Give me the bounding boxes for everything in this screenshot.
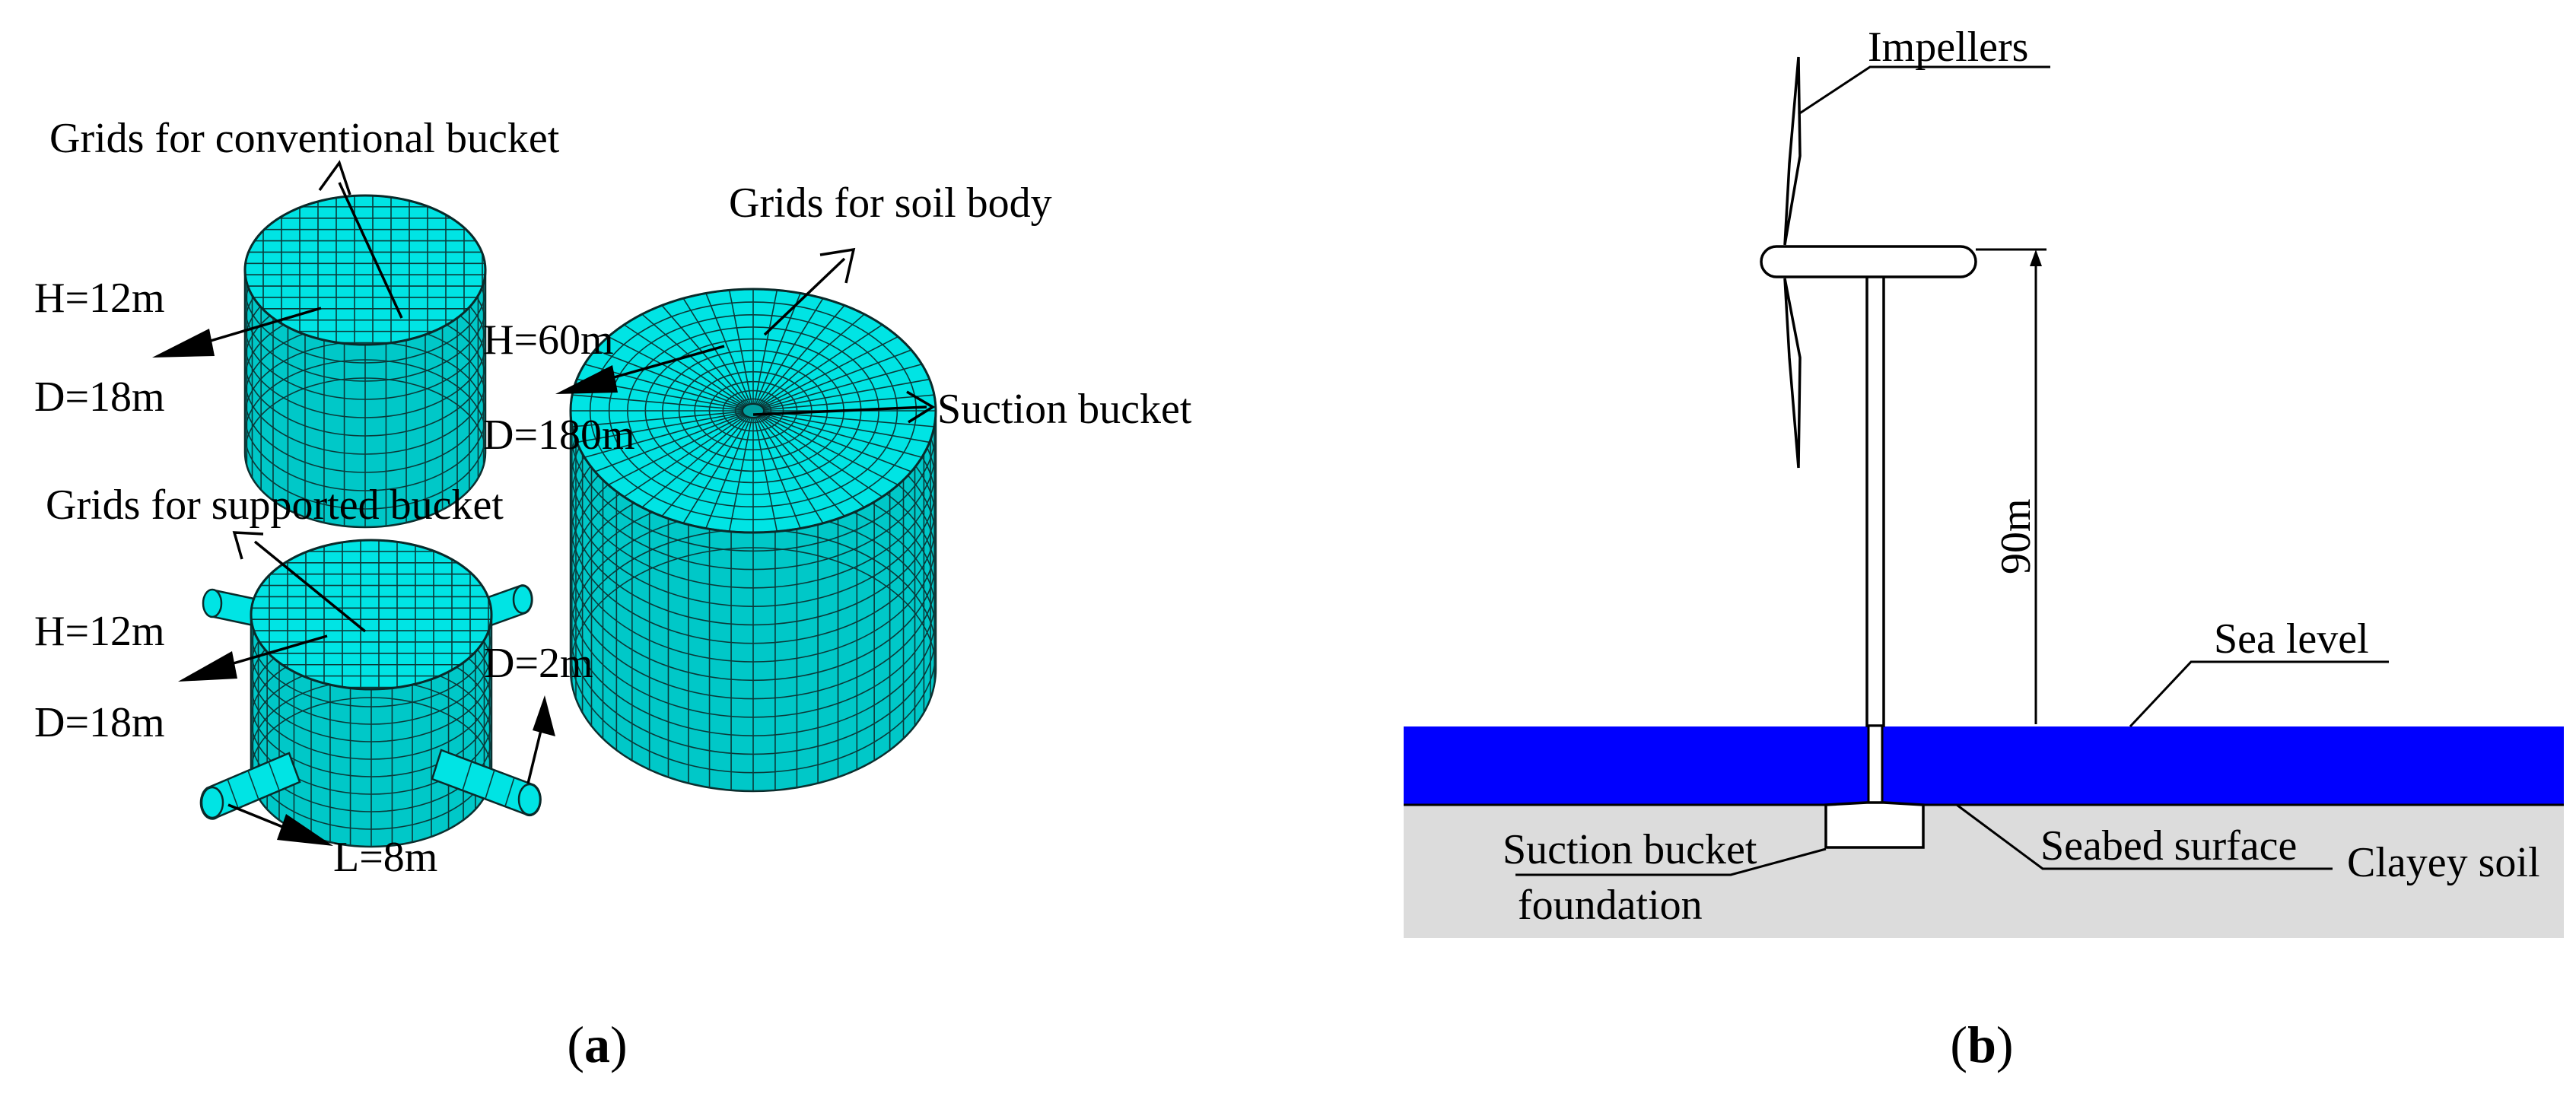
label-soil-height: H=60m [483, 316, 614, 364]
arrow-conventional-grid [318, 160, 403, 319]
panel-a: Grids for conventional bucket Grids for … [34, 115, 1192, 1073]
label-clayey-soil: Clayey soil [2347, 839, 2540, 886]
label-pipe-length: L=8m [333, 834, 437, 881]
clayey-soil-layer [1404, 805, 2564, 938]
arrow-conventional-dims [152, 307, 322, 358]
label-sea-level: Sea level [2214, 615, 2369, 663]
arrow-soil-dims [555, 345, 725, 394]
label-supported-diameter: D=18m [34, 699, 165, 746]
tower [1865, 274, 1885, 727]
arrow-suction-bucket [752, 390, 936, 424]
blade-upper [1783, 56, 1802, 246]
leader-impellers [1798, 65, 2050, 116]
label-grids-soil: Grids for soil body [729, 180, 1052, 227]
label-height: 90m [1992, 498, 2040, 574]
leader-foundation [1515, 847, 1827, 876]
nacelle [1760, 245, 1977, 278]
support-pipe-front-left [199, 752, 301, 820]
caption-b: (b) [1950, 1016, 2013, 1073]
label-conventional-diameter: D=18m [34, 374, 165, 421]
soil-body-mesh [569, 288, 937, 793]
arrow-soil-grid [763, 247, 856, 336]
support-pipe-back-left [202, 588, 266, 628]
label-suction-bucket-foundation-2: foundation [1518, 882, 1703, 929]
arrow-supported-grid [232, 531, 367, 633]
label-pipe-diameter: D=2m [484, 640, 593, 687]
label-seabed-surface: Seabed surface [2040, 822, 2297, 870]
label-soil-diameter: D=180m [483, 412, 635, 459]
arrow-supported-dims [178, 634, 328, 682]
label-grids-conventional: Grids for conventional bucket [49, 115, 560, 162]
tower-underwater [1867, 724, 1884, 806]
panel-b: Impellers 90m Sea level Suction bucket f… [1404, 24, 2564, 1073]
blade-lower [1783, 278, 1802, 469]
label-conventional-height: H=12m [34, 275, 165, 322]
conventional-bucket-mesh [243, 194, 487, 529]
suction-bucket-foundation [1824, 801, 1925, 849]
leader-seabed [1956, 803, 2333, 870]
caption-a: (a) [567, 1016, 627, 1073]
arrow-pipe-diameter [526, 695, 555, 784]
sea-layer [1404, 726, 2564, 805]
label-supported-height: H=12m [34, 608, 165, 655]
label-impellers: Impellers [1868, 24, 2028, 71]
label-grids-supported: Grids for supported bucket [46, 482, 504, 529]
leader-sea-level [2129, 660, 2389, 728]
support-pipe-front-right [431, 749, 542, 817]
arrow-pipe-length [227, 803, 333, 846]
supported-bucket-mesh [250, 539, 493, 848]
label-suction-bucket-foundation-1: Suction bucket [1503, 826, 1757, 873]
label-suction-bucket: Suction bucket [937, 386, 1192, 433]
